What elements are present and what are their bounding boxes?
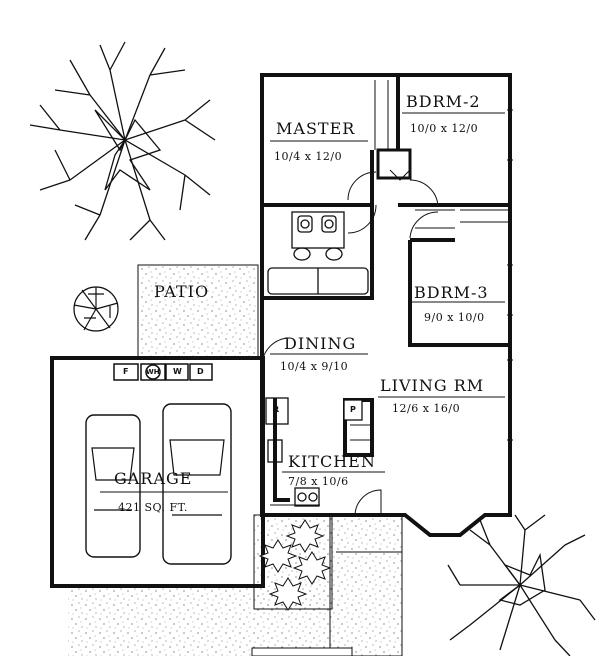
car-right [162,403,232,565]
room-garage-size: 421 SQ. FT. [118,501,188,514]
pantry-label: P [350,405,356,414]
room-garage-label: GARAGE [114,469,193,488]
room-bdrm3-label: BDRM-3 [414,283,489,302]
room-bdrm2-size: 10/0 x 12/0 [410,122,479,135]
patio-slab [137,264,259,358]
utility-row [113,363,213,381]
shrub-left [73,286,119,332]
front-shrubs [258,519,332,611]
refrigerator-label: R [273,405,280,414]
room-kitchen-size: 7/8 x 10/6 [288,475,349,488]
front-stoop [329,515,403,656]
room-kitchen-label: KITCHEN [288,452,376,471]
tree-top-left [29,41,216,241]
room-living-label: LIVING RM [380,376,485,395]
tree-bottom-right [447,514,596,656]
room-master-label: MASTER [276,119,356,138]
bathroom [267,211,369,295]
bay-window [404,514,486,536]
area-patio-label: PATIO [154,282,210,301]
kitchen-fixtures [265,397,363,507]
washer-label: W [173,367,182,376]
room-master-size: 10/4 x 12/0 [274,150,343,163]
room-dining-size: 10/4 x 9/10 [280,360,349,373]
room-living-size: 12/6 x 16/0 [392,402,461,415]
door-swings [261,171,439,516]
furnace-label: F [123,367,129,376]
room-bdrm2-label: BDRM-2 [406,92,481,111]
interior-walls [260,75,510,515]
dryer-label: D [197,367,204,376]
room-dining-label: DINING [284,334,357,353]
car-left [85,414,141,558]
water-heater-label: WH [146,368,160,376]
room-bdrm3-size: 9/0 x 10/0 [424,311,485,324]
